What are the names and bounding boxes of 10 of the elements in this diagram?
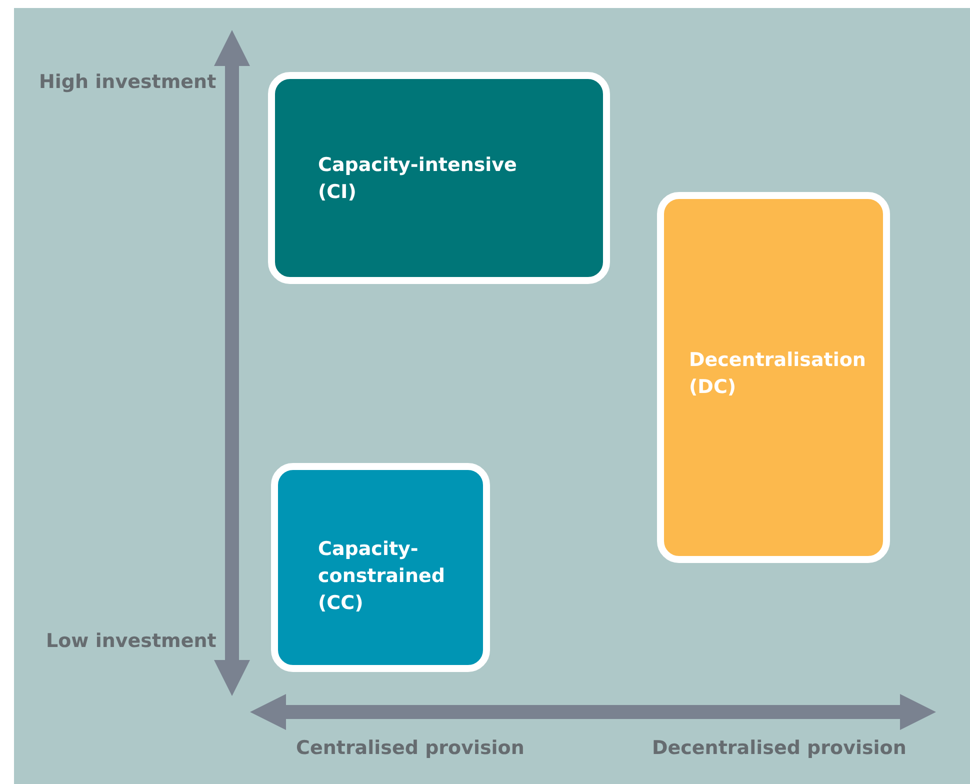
axis-label: Low investment <box>46 630 216 652</box>
axis-label: High investment <box>39 71 216 93</box>
box-label: Capacity-constrained (CC) <box>318 537 446 616</box>
category-box <box>657 192 890 563</box>
box-label: Decentralisation (DC) <box>689 348 867 400</box>
axis-label: Decentralised provision <box>652 737 906 759</box>
box-label: Capacity-intensive (CI) <box>318 153 518 205</box>
category-box <box>271 463 490 672</box>
category-box <box>268 72 610 284</box>
axis-label: Centralised provision <box>296 737 524 759</box>
